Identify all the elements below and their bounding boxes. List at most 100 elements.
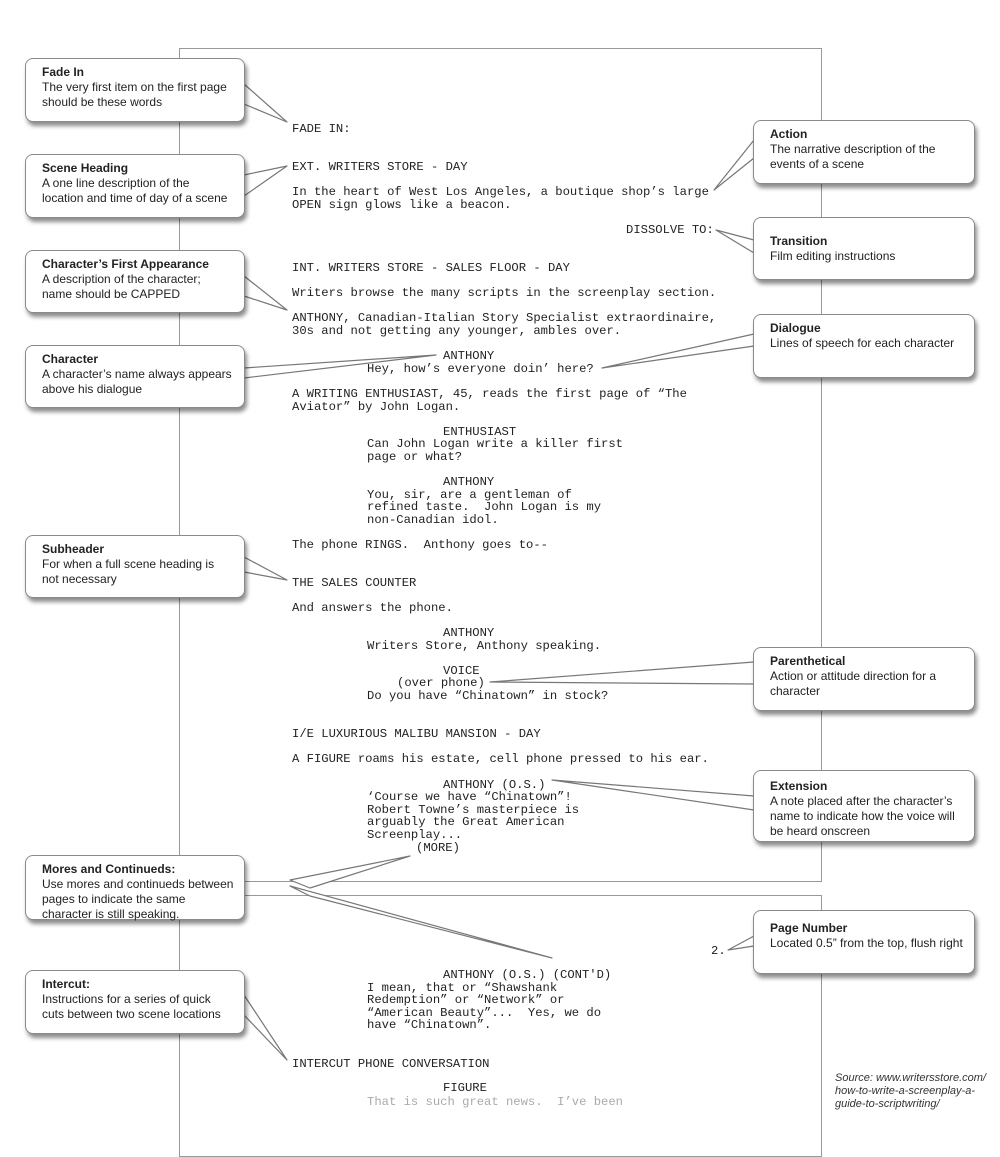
callout-character: Character A character’s name always appe… — [25, 345, 245, 408]
pointer-page-number — [727, 935, 755, 951]
callout-title: Intercut: — [42, 977, 90, 991]
callout-title: Subheader — [42, 542, 105, 556]
callout-title: Action — [770, 127, 808, 141]
pointer-first-appearance — [243, 275, 288, 311]
callout-title: Character’s First Appearance — [42, 257, 209, 271]
callout-title: Fade In — [42, 65, 85, 79]
callout-title: Scene Heading — [42, 161, 129, 175]
callout-desc: For when a full scene heading is not nec… — [42, 557, 215, 586]
script-line: INT. WRITERS STORE - SALES FLOOR - DAY — [292, 261, 570, 275]
script-line: 30s and not getting any younger, ambles … — [292, 324, 622, 338]
script-line: A WRITING ENTHUSIAST, 45, reads the firs… — [292, 387, 687, 401]
script-line: Can John Logan write a killer first — [367, 437, 623, 451]
script-line: ENTHUSIAST — [443, 425, 517, 439]
callout-desc: Film editing instructions — [770, 249, 896, 263]
callout-scene-heading: Scene Heading A one line description of … — [25, 154, 245, 218]
callout-title: Dialogue — [770, 321, 821, 335]
script-line: In the heart of West Los Angeles, a bout… — [292, 185, 709, 199]
pointer-mores-b — [289, 885, 553, 959]
script-line: (over phone) — [397, 676, 485, 690]
callout-title: Page Number — [770, 921, 848, 935]
callout-action: Action The narrative description of the … — [753, 120, 975, 184]
pointer-fade-in — [243, 83, 288, 123]
script-line: FADE IN: — [292, 122, 351, 136]
callout-dialogue: Dialogue Lines of speech for each charac… — [753, 314, 975, 378]
script-line: ANTHONY — [443, 475, 495, 489]
script-line: (MORE) — [416, 841, 460, 855]
script-line: FIGURE — [443, 1081, 487, 1095]
script-line: page or what? — [367, 450, 463, 464]
script-line: ANTHONY (O.S.) (CONT'D) — [443, 968, 612, 982]
script-line: I mean, that or “Shawshank — [367, 981, 558, 995]
script-line: ANTHONY, Canadian-Italian Story Speciali… — [292, 311, 717, 325]
screenplay-page-1 — [179, 48, 822, 882]
script-line: ANTHONY — [443, 349, 495, 363]
script-line: have “Chinatown”. — [367, 1018, 492, 1032]
script-line: EXT. WRITERS STORE - DAY — [292, 160, 468, 174]
callout-intercut: Intercut: Instructions for a series of q… — [25, 970, 245, 1034]
pointer-subheader — [243, 556, 288, 581]
callout-desc: A one line description of the location a… — [42, 176, 228, 205]
callout-desc: Instructions for a series of quick cuts … — [42, 992, 221, 1021]
callout-mores: Mores and Continueds: Use mores and cont… — [25, 855, 245, 921]
script-line: And answers the phone. — [292, 601, 453, 615]
script-line: Do you have “Chinatown” in stock? — [367, 689, 609, 703]
script-line: OPEN sign glows like a beacon. — [292, 198, 512, 212]
script-line: ANTHONY — [443, 626, 495, 640]
script-line: non-Canadian idol. — [367, 513, 499, 527]
script-line: A FIGURE roams his estate, cell phone pr… — [292, 752, 709, 766]
pointer-extension — [551, 779, 755, 811]
callout-desc: A character’s name always appears above … — [42, 367, 232, 396]
script-line: Robert Towne’s masterpiece is — [367, 803, 580, 817]
pointer-parenthetical — [489, 661, 755, 685]
callout-title: Parenthetical — [770, 654, 846, 668]
callout-title: Transition — [770, 234, 828, 248]
script-line: Aviator” by John Logan. — [292, 400, 461, 414]
script-line: DISSOLVE TO: — [626, 223, 714, 237]
callout-desc: Lines of speech for each character — [770, 336, 955, 350]
callout-subheader: Subheader For when a full scene heading … — [25, 535, 245, 598]
callout-first-appearance: Character’s First Appearance A descripti… — [25, 250, 245, 313]
page-number: 2. — [711, 944, 726, 958]
script-line: Writers Store, Anthony speaking. — [367, 639, 602, 653]
script-line: INTERCUT PHONE CONVERSATION — [292, 1057, 490, 1071]
pointer-mores-a — [289, 855, 411, 889]
script-line: ANTHONY (O.S.) — [443, 778, 546, 792]
script-line: Screenplay... — [367, 828, 463, 842]
script-line: THE SALES COUNTER — [292, 576, 417, 590]
callout-title: Extension — [770, 779, 828, 793]
script-line: “American Beauty”... Yes, we do — [367, 1006, 602, 1020]
script-line: I/E LUXURIOUS MALIBU MANSION - DAY — [292, 727, 541, 741]
callout-fade-in: Fade In The very first item on the first… — [25, 58, 245, 122]
callout-desc: A note placed after the character’s name… — [770, 794, 955, 838]
script-line: arguably the Great American — [367, 815, 565, 829]
callout-desc: Action or attitude direction for a chara… — [770, 669, 937, 698]
callout-transition: Transition Film editing instructions — [753, 217, 975, 280]
script-line: You, sir, are a gentleman of — [367, 488, 572, 502]
pointer-action — [713, 139, 755, 191]
callout-desc: The very first item on the first page sh… — [42, 80, 227, 109]
pointer-transition — [715, 229, 755, 254]
script-line: Writers browse the many scripts in the s… — [292, 286, 717, 300]
source-credit: Source: www.writersstore.com/ how-to-wri… — [835, 1072, 986, 1110]
pointer-intercut — [243, 994, 288, 1061]
script-line: refined taste. John Logan is my — [367, 500, 602, 514]
callout-title: Character — [42, 352, 99, 366]
callout-desc: A description of the character; name sho… — [42, 272, 201, 301]
script-line: Hey, how’s everyone doin’ here? — [367, 362, 594, 376]
pointer-scene-heading — [243, 165, 288, 197]
screenplay-page-2 — [179, 895, 822, 1157]
script-line: That is such great news. I’ve been — [367, 1095, 623, 1109]
callout-desc: Located 0.5” from the top, flush right — [770, 936, 963, 950]
callout-parenthetical: Parenthetical Action or attitude directi… — [753, 647, 975, 711]
callout-pointers — [243, 83, 755, 1061]
callout-desc: Use mores and continueds between pages t… — [42, 877, 234, 921]
callout-title: Mores and Continueds: — [42, 862, 176, 876]
pointer-dialogue — [601, 333, 755, 369]
callout-desc: The narrative description of the events … — [770, 142, 936, 171]
script-line: The phone RINGS. Anthony goes to-- — [292, 538, 548, 552]
script-line: VOICE — [443, 664, 480, 678]
script-line: ‘Course we have “Chinatown”! — [367, 790, 572, 804]
callout-extension: Extension A note placed after the charac… — [753, 770, 975, 842]
script-line: Redemption” or “Network” or — [367, 993, 565, 1007]
